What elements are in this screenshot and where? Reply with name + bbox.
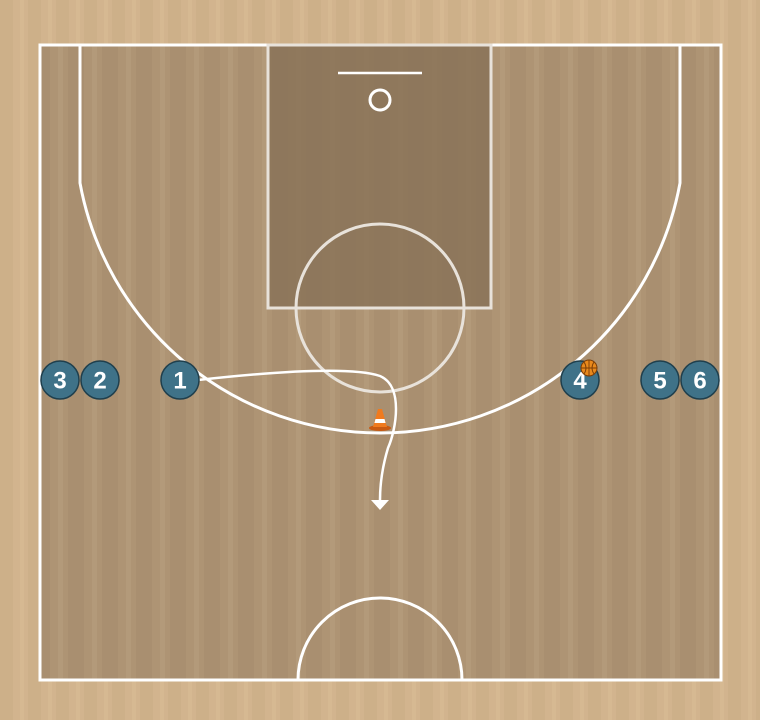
rim [368,88,392,112]
player-circle [680,360,720,400]
player-label: 1 [173,368,186,395]
basketball-icon [580,359,598,377]
player-circle [40,360,80,400]
player-label: 2 [93,368,106,395]
player-marker: 4 [560,359,600,400]
player-marker: 3 [40,360,80,400]
player-marker: 6 [680,360,720,400]
court-lines [38,43,723,682]
player-label: 6 [693,368,706,395]
center-circle [296,596,464,681]
cone-icon [369,409,391,431]
player-marker: 5 [640,360,680,400]
player-label: 5 [653,368,666,395]
player-circle [80,360,120,400]
three-point-line [78,45,682,435]
player-label: 3 [53,368,66,395]
player-circle [640,360,680,400]
paint-area [268,45,491,308]
paint-outline [266,43,493,310]
movement-path [197,369,398,510]
player-marker: 1 [160,360,200,400]
free-throw-circle [294,222,466,394]
player-marker: 2 [80,360,120,400]
arrowhead [371,500,389,510]
player-circle [160,360,200,400]
